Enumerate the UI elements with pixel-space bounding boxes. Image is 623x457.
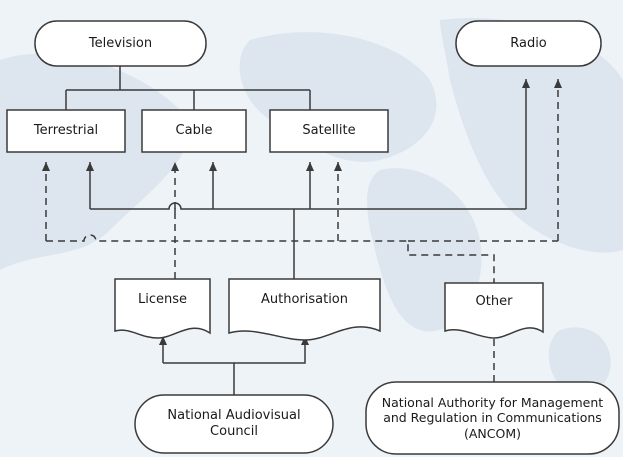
node-ancom	[365, 381, 620, 455]
node-terrestrial	[6, 109, 126, 153]
council-stem	[163, 362, 235, 395]
node-satellite	[269, 109, 389, 153]
solid-connectors	[65, 65, 530, 395]
dashed-connectors	[42, 79, 562, 382]
node-other	[444, 282, 544, 339]
node-radio	[455, 20, 602, 67]
nodes	[6, 20, 620, 455]
connector-council-authorisation	[234, 336, 309, 364]
node-national-audiovisual-council	[134, 394, 334, 454]
node-license	[114, 278, 211, 339]
dashed-bus	[46, 234, 495, 283]
node-television	[34, 20, 207, 67]
node-authorisation	[228, 278, 381, 341]
node-cable	[141, 109, 247, 153]
